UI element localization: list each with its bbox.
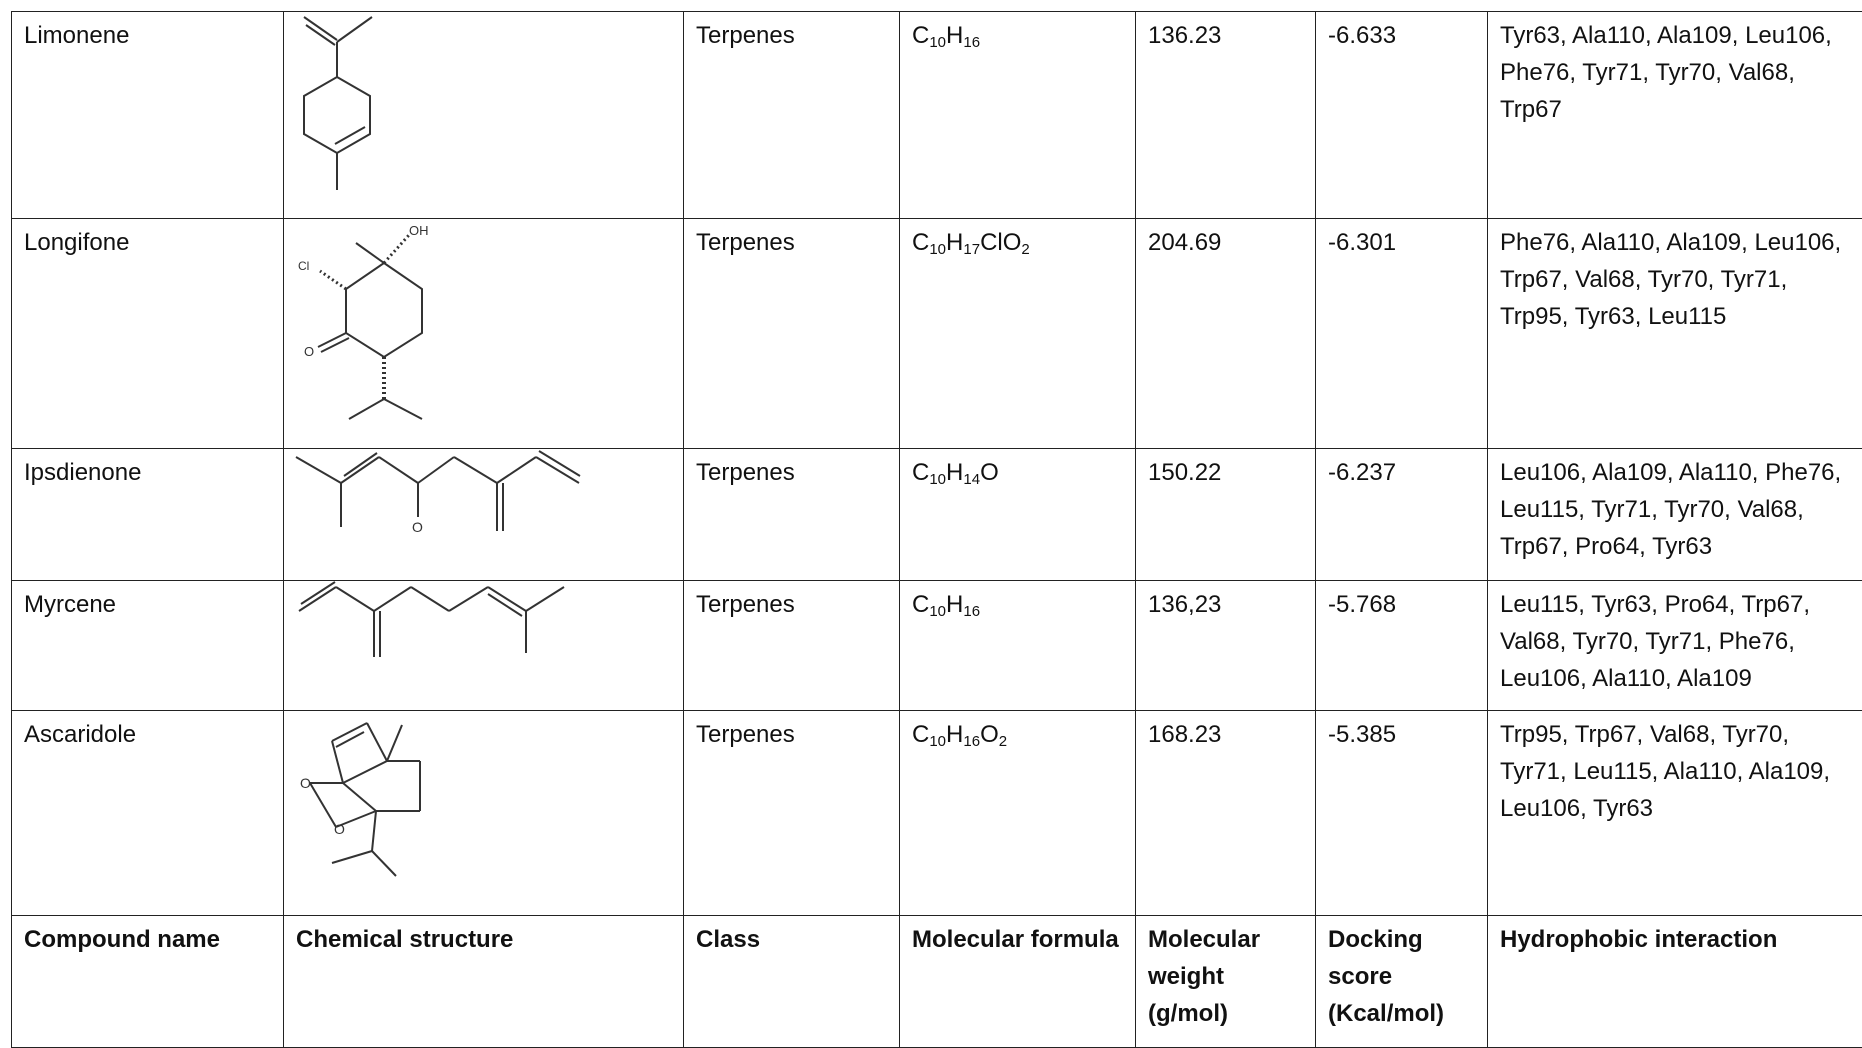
chemical-structure: O O — [284, 711, 684, 916]
formula-subscript: 10 — [929, 34, 946, 51]
formula-subscript: 14 — [963, 471, 980, 488]
molecular-weight: 150.22 — [1136, 449, 1316, 581]
molecular-weight: 168.23 — [1136, 711, 1316, 916]
docking-score: -5.768 — [1316, 581, 1488, 711]
oxygen-label: O — [334, 821, 345, 837]
oxygen-label: O — [412, 519, 423, 535]
chemical-structure — [284, 12, 684, 219]
table-header-row: Compound name Chemical structure Class M… — [12, 916, 1862, 1048]
compound-class: Terpenes — [684, 219, 900, 449]
chemical-structure: O — [284, 449, 684, 581]
molecular-formula: C10H16 — [900, 12, 1136, 219]
docking-score: -6.633 — [1316, 12, 1488, 219]
compound-class: Terpenes — [684, 12, 900, 219]
header-molecular-formula: Molecular formula — [900, 916, 1136, 1048]
table-row: Myrcene Terpenes C10H16 — [12, 581, 1862, 711]
formula-subscript: 2 — [1021, 241, 1029, 258]
docking-score: -6.237 — [1316, 449, 1488, 581]
molecular-formula: C10H16 — [900, 581, 1136, 711]
table-row: Ascaridole — [12, 711, 1862, 916]
compound-name: Longifone — [12, 219, 284, 449]
ipsdienone-structure-image: O — [284, 449, 682, 579]
header-molecular-weight: Molecular weight (g/mol) — [1136, 916, 1316, 1048]
limonene-structure-image — [284, 12, 682, 217]
chemical-structure — [284, 581, 684, 711]
molecular-formula: C10H16O2 — [900, 711, 1136, 916]
compound-name: Limonene — [12, 12, 284, 219]
header-compound-name: Compound name — [12, 916, 284, 1048]
hydrophobic-interaction: Trp95, Trp67, Val68, Tyr70, Tyr71, Leu11… — [1488, 711, 1862, 916]
molecular-formula: C10H17ClO2 — [900, 219, 1136, 449]
oxygen-label: O — [300, 775, 311, 791]
table-row: Ipsdienone O — [12, 449, 1862, 581]
compound-name: Ascaridole — [12, 711, 284, 916]
compound-name: Myrcene — [12, 581, 284, 711]
molecular-weight: 136.23 — [1136, 12, 1316, 219]
hydrophobic-interaction: Phe76, Ala110, Ala109, Leu106, Trp67, Va… — [1488, 219, 1862, 449]
compound-class: Terpenes — [684, 581, 900, 711]
molecular-weight: 204.69 — [1136, 219, 1316, 449]
ascaridole-structure-image: O O — [284, 711, 682, 914]
docking-score: -6.301 — [1316, 219, 1488, 449]
compound-table: Limonene Terpenes C10H16 136.23 -6.633 T… — [11, 11, 1862, 1048]
compound-class: Terpenes — [684, 711, 900, 916]
chlorine-label: Cl — [298, 259, 309, 273]
molecular-formula: C10H14O — [900, 449, 1136, 581]
oxygen-label: O — [304, 344, 314, 359]
compound-class: Terpenes — [684, 449, 900, 581]
formula-subscript: 10 — [929, 603, 946, 620]
longifone-structure-image: OH Cl O — [284, 219, 682, 447]
hydrophobic-interaction: Leu106, Ala109, Ala110, Phe76, Leu115, T… — [1488, 449, 1862, 581]
table-row: Longifone OH Cl O Terpenes — [12, 219, 1862, 449]
header-class: Class — [684, 916, 900, 1048]
formula-subscript: 10 — [929, 733, 946, 750]
chemical-structure: OH Cl O — [284, 219, 684, 449]
formula-subscript: 17 — [963, 241, 980, 258]
hydrophobic-interaction: Leu115, Tyr63, Pro64, Trp67, Val68, Tyr7… — [1488, 581, 1862, 711]
formula-subscript: 16 — [963, 603, 980, 620]
formula-subscript: 10 — [929, 471, 946, 488]
formula-subscript: 16 — [963, 34, 980, 51]
compound-name: Ipsdienone — [12, 449, 284, 581]
header-chemical-structure: Chemical structure — [284, 916, 684, 1048]
hydrophobic-interaction: Tyr63, Ala110, Ala109, Leu106, Phe76, Ty… — [1488, 12, 1862, 219]
formula-subscript: 10 — [929, 241, 946, 258]
formula-subscript: 16 — [963, 733, 980, 750]
docking-score: -5.385 — [1316, 711, 1488, 916]
header-docking-score: Docking score (Kcal/mol) — [1316, 916, 1488, 1048]
table-row: Limonene Terpenes C10H16 136.23 -6.633 T… — [12, 12, 1862, 219]
formula-subscript: 2 — [999, 733, 1007, 750]
molecular-weight: 136,23 — [1136, 581, 1316, 711]
myrcene-structure-image — [284, 581, 682, 709]
hydroxyl-label: OH — [409, 223, 429, 238]
header-hydrophobic-interaction: Hydrophobic interaction — [1488, 916, 1862, 1048]
